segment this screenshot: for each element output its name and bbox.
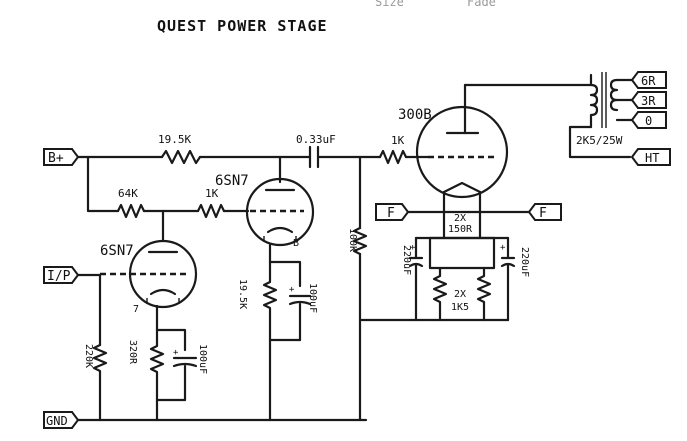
svg-text:1K5: 1K5 (451, 302, 469, 313)
output-transformer: 2K5/25W (568, 72, 634, 159)
svg-text:3R: 3R (641, 94, 656, 108)
svg-text:+: + (289, 285, 295, 295)
svg-text:1K: 1K (205, 187, 219, 200)
svg-text:F: F (387, 206, 395, 221)
input-tube-6sn7: 6SN7 7 (100, 239, 198, 315)
capacitor-100uf-input: + 100uF (172, 344, 208, 402)
svg-text:B+: B+ (48, 151, 64, 166)
svg-text:320R: 320R (127, 340, 138, 365)
svg-text:+: + (173, 348, 179, 358)
svg-text:2X: 2X (454, 213, 466, 224)
resistor-64k: 64K (116, 187, 146, 219)
header-fade-fragment: Fade (467, 0, 496, 9)
svg-text:220uF: 220uF (401, 245, 412, 275)
svg-text:+: + (410, 243, 416, 253)
svg-text:220K: 220K (83, 344, 94, 368)
svg-text:F: F (539, 206, 547, 221)
tap-0-terminal: 0 (630, 111, 667, 129)
svg-text:6SN7: 6SN7 (215, 173, 249, 189)
resistors-2x-150r: 2X 150R (428, 213, 496, 260)
capacitor-0-33uf: 0.33uF (296, 133, 336, 169)
gnd-terminal: GND (43, 411, 80, 429)
svg-text:19.5K: 19.5K (158, 133, 191, 146)
resistor-100k: 100K (347, 226, 368, 256)
capacitor-100uf-driver: + 100uF (288, 283, 318, 342)
svg-text:0: 0 (645, 114, 652, 128)
schematic-title: QUEST POWER STAGE (157, 17, 328, 35)
capacitor-220uf-right: + 220uF (500, 236, 530, 322)
svg-text:I/P: I/P (47, 269, 71, 284)
svg-text:6SN7: 6SN7 (100, 243, 134, 259)
svg-text:7: 7 (133, 304, 139, 315)
filament-terminal-left: F (375, 203, 410, 221)
svg-text:+: + (500, 243, 506, 253)
input-terminal: I/P (43, 266, 80, 284)
filament-terminal-right: F (527, 203, 562, 221)
svg-text:64K: 64K (118, 187, 138, 200)
ht-terminal: HT (630, 148, 671, 166)
svg-text:GND: GND (46, 414, 68, 428)
svg-text:0.33uF: 0.33uF (296, 133, 336, 146)
svg-text:150R: 150R (448, 224, 473, 235)
svg-text:HT: HT (645, 151, 659, 165)
capacitor-220uf-left: + 220uF (401, 236, 424, 322)
svg-text:6R: 6R (641, 74, 656, 88)
svg-text:2X: 2X (454, 289, 466, 300)
resistor-320r: 320R (127, 328, 165, 402)
resistor-1k-driver: 1K (196, 187, 226, 219)
svg-text:2K5/25W: 2K5/25W (576, 134, 623, 147)
svg-text:1K: 1K (391, 134, 405, 147)
svg-text:100uF: 100uF (197, 344, 208, 374)
tap-3r-terminal: 3R (630, 91, 667, 109)
header-size-fragment: Size (375, 0, 404, 9)
svg-text:220uF: 220uF (519, 247, 530, 277)
svg-text:19.5K: 19.5K (237, 279, 248, 309)
resistor-19-5k-cathode: 19.5K (237, 260, 278, 342)
svg-text:100K: 100K (347, 228, 358, 252)
resistor-220k: 220K (83, 343, 108, 422)
svg-text:B: B (293, 238, 299, 249)
output-tube-300b: 300B (398, 105, 509, 199)
svg-text:300B: 300B (398, 107, 432, 123)
svg-text:100uF: 100uF (307, 283, 318, 313)
resistor-1k-grid-stopper: 1K (378, 134, 408, 165)
bplus-terminal: B+ (43, 148, 80, 166)
resistors-2x-1k5: 2X 1K5 (428, 256, 496, 322)
driver-tube-6sn7: 6SN7 B (215, 173, 315, 249)
tap-6r-terminal: 6R (630, 71, 667, 89)
resistor-19-5k: 19.5K (158, 133, 202, 165)
